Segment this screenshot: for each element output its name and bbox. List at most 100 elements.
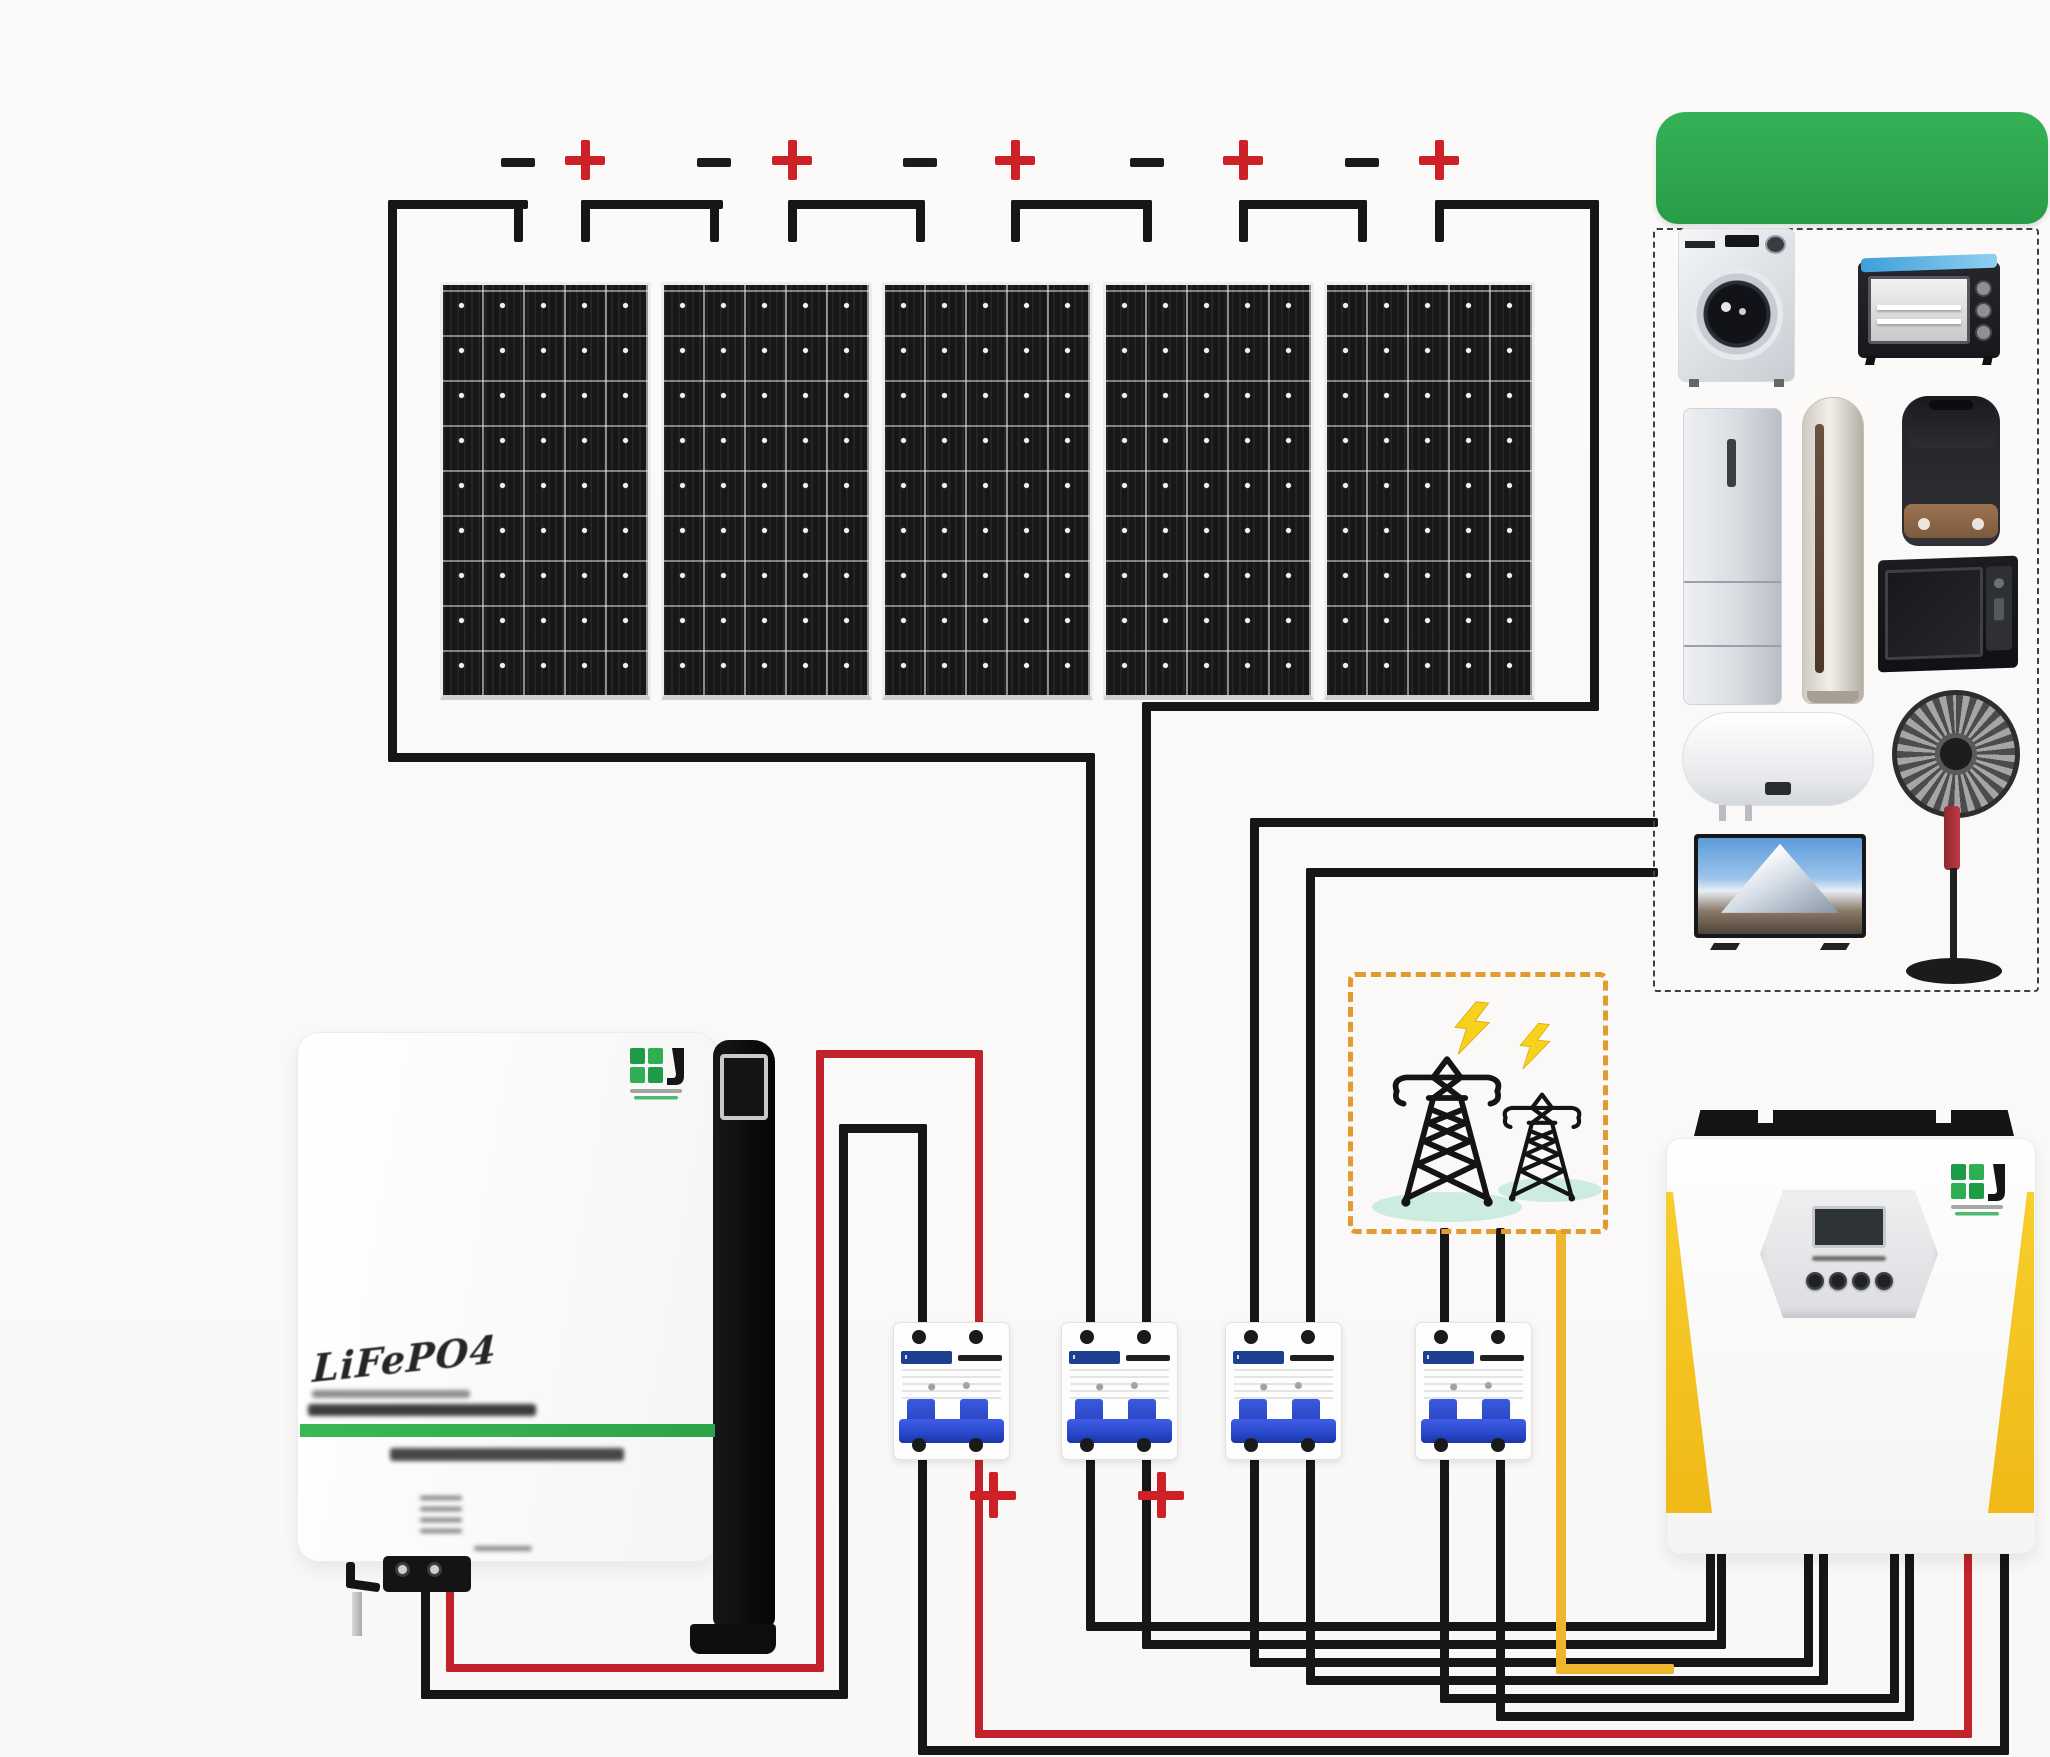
wire-segment (1250, 1458, 1259, 1667)
fan-base (1906, 958, 2002, 984)
breaker-terminal (969, 1438, 983, 1452)
battery-green-stripe (300, 1424, 715, 1437)
circuit-breaker-icon (1225, 1322, 1342, 1460)
breaker-terminal (1080, 1438, 1094, 1452)
wire-segment (581, 200, 723, 209)
solar-panel-icon (1103, 282, 1314, 700)
inverter-text-blurred (1812, 1256, 1886, 1261)
battery-unit (297, 1032, 717, 1562)
minus-terminal-icon (501, 158, 535, 167)
inverter-button (1806, 1272, 1824, 1290)
wire-segment (1819, 1548, 1828, 1685)
hj-logo-icon (1948, 1162, 2014, 1220)
toaster-oven-icon (1858, 253, 2000, 365)
wire-segment (1358, 200, 1367, 242)
solar-panel-icon (661, 282, 872, 700)
breaker-slot (1126, 1355, 1170, 1361)
breaker-terminal (1434, 1438, 1448, 1452)
breaker-terminal (1244, 1438, 1258, 1452)
solar-panel-icon (882, 282, 1093, 700)
wire-segment (916, 200, 925, 242)
wire-segment (1890, 1548, 1899, 1703)
breaker-terminal (1491, 1438, 1505, 1452)
washing-machine-icon (1678, 228, 1795, 387)
positive-wire-segment (1964, 1548, 1972, 1738)
wire-segment (1496, 1228, 1505, 1327)
lightning-bolt-icon (1511, 1012, 1558, 1082)
circuit-breaker-icon (1061, 1322, 1178, 1460)
breaker-terminal (1491, 1330, 1505, 1344)
plus-terminal-icon (565, 140, 605, 180)
wire-segment (1440, 1228, 1449, 1327)
breaker-print (1424, 1369, 1523, 1399)
rice-cooker-icon (1902, 396, 2000, 546)
television-icon (1694, 834, 1866, 950)
microwave-panel (1986, 565, 2012, 651)
appliance-panel-header (1656, 112, 2048, 224)
positive-wire-segment (816, 1050, 824, 1672)
plus-icon (1138, 1472, 1184, 1518)
positive-wire-segment (446, 1584, 454, 1672)
circuit-breaker-icon (1415, 1322, 1532, 1460)
wire-segment (1142, 1458, 1151, 1649)
battery-text-blurred (308, 1404, 536, 1416)
inverter-mount-bracket (1694, 1110, 2014, 1136)
wire-segment (388, 200, 397, 762)
wire-segment (839, 1124, 848, 1699)
breaker-label-strip (1423, 1351, 1474, 1364)
wire-segment (581, 200, 590, 242)
wire-segment (1143, 200, 1152, 242)
hj-logo-icon (628, 1046, 692, 1104)
battery-side-panel (713, 1040, 775, 1628)
wire-segment (1306, 868, 1658, 877)
wire-segment (1440, 1458, 1449, 1703)
breaker-terminal (1301, 1330, 1315, 1344)
wire-segment (1011, 200, 1152, 209)
wire-segment (421, 1690, 848, 1699)
inverter-button (1829, 1272, 1847, 1290)
wire-segment (1440, 1694, 1899, 1703)
transmission-tower-icon (1492, 1088, 1592, 1204)
wire-segment (1496, 1712, 1914, 1721)
inverter-button (1875, 1272, 1893, 1290)
wire-segment (1086, 1622, 1715, 1631)
breaker-terminal (969, 1330, 983, 1344)
wire-segment (1804, 1548, 1813, 1667)
wire-segment (1086, 1458, 1095, 1631)
wire-segment (788, 200, 925, 209)
wire-segment (1250, 818, 1259, 1327)
breaker-label-strip (1069, 1351, 1120, 1364)
wire-segment (1905, 1548, 1914, 1721)
breaker-print (1234, 1369, 1333, 1399)
wire-segment (388, 753, 1095, 762)
breaker-terminal (1080, 1330, 1094, 1344)
breaker-terminal (912, 1438, 926, 1452)
circuit-breaker-icon (893, 1322, 1010, 1460)
battery-terminal-block (383, 1556, 471, 1592)
tv-screen (1698, 838, 1862, 934)
fridge-handle (1726, 439, 1736, 487)
battery-text-blurred (420, 1518, 462, 1522)
wire-segment (1435, 200, 1444, 242)
wire-segment (1306, 868, 1315, 1327)
grid-wire-segment (1556, 1664, 1674, 1674)
battery-leg (352, 1592, 362, 1636)
battery-text-blurred (312, 1390, 470, 1398)
battery-foot (690, 1624, 776, 1654)
positive-wire-segment (975, 1730, 1972, 1738)
oven-door (1868, 276, 1970, 344)
inverter-logo-text: HJ (0, 0, 1, 1)
wire-segment (1590, 200, 1599, 711)
wire-segment (1239, 200, 1248, 242)
water-heater-icon (1682, 712, 1874, 821)
grid-wire-segment (1556, 1230, 1566, 1674)
wire-segment (1142, 1640, 1726, 1649)
wire-segment (421, 1584, 430, 1699)
battery-text-blurred (390, 1448, 624, 1461)
solar-panel-icon (1324, 282, 1535, 700)
lightning-bolt-icon (1444, 990, 1497, 1068)
heater-display (1765, 782, 1791, 795)
plus-terminal-icon (1223, 140, 1263, 180)
breaker-slot (958, 1355, 1002, 1361)
